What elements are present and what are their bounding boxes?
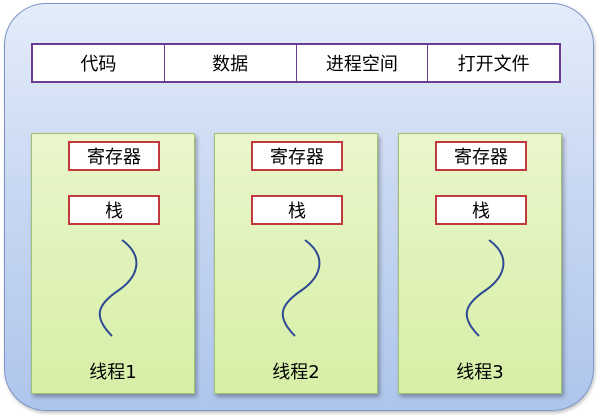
thread-3: 寄存器 栈 线程3 bbox=[398, 133, 562, 394]
thread-3-stack: 栈 bbox=[435, 195, 527, 225]
thread-2-execution-line-icon bbox=[281, 239, 321, 337]
thread-2-stack: 栈 bbox=[251, 195, 343, 225]
thread-1: 寄存器 栈 线程1 bbox=[31, 133, 195, 394]
shared-resource-data: 数据 bbox=[165, 45, 297, 81]
thread-3-label: 线程3 bbox=[456, 362, 504, 383]
shared-resources-bar: 代码 数据 进程空间 打开文件 bbox=[31, 43, 561, 83]
thread-2-registers: 寄存器 bbox=[251, 141, 343, 171]
thread-1-registers: 寄存器 bbox=[68, 141, 160, 171]
thread-1-stack: 栈 bbox=[68, 195, 160, 225]
thread-2: 寄存器 栈 线程2 bbox=[214, 133, 378, 394]
thread-1-label: 线程1 bbox=[89, 362, 137, 383]
thread-3-registers: 寄存器 bbox=[435, 141, 527, 171]
shared-resource-code: 代码 bbox=[33, 45, 165, 81]
thread-3-execution-line-icon bbox=[465, 239, 505, 337]
shared-resource-address-space: 进程空间 bbox=[297, 45, 429, 81]
shared-resource-open-files: 打开文件 bbox=[457, 54, 530, 75]
thread-1-execution-line-icon bbox=[98, 239, 138, 337]
thread-2-label: 线程2 bbox=[272, 362, 320, 383]
